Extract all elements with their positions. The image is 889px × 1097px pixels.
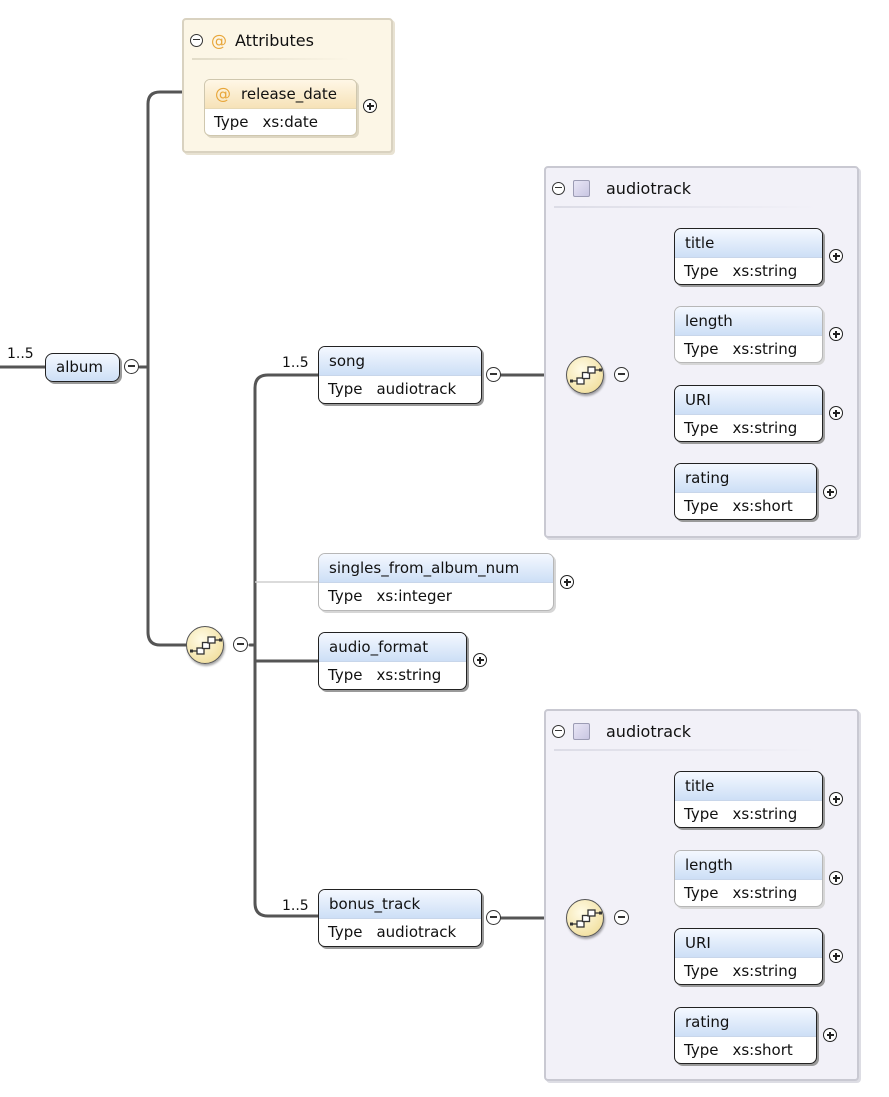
expand-rating-icon[interactable] xyxy=(823,1028,837,1042)
type-label: Type xyxy=(328,923,363,941)
element-title[interactable]: title Type xs:string xyxy=(674,228,823,285)
type-value: xs:string xyxy=(732,419,798,437)
element-name: singles_from_album_num xyxy=(319,554,553,583)
collapse-sequence-icon[interactable] xyxy=(614,367,629,382)
collapse-sequence-icon[interactable] xyxy=(233,637,248,652)
element-uri[interactable]: URI Type xs:string xyxy=(674,385,823,442)
collapse-album-icon[interactable] xyxy=(124,359,139,374)
type-value: xs:date xyxy=(262,113,319,131)
element-name: URI xyxy=(675,929,822,958)
element-name: bonus_track xyxy=(319,890,481,919)
element-name: rating xyxy=(675,1008,816,1037)
expand-length-icon[interactable] xyxy=(829,871,843,885)
element-title[interactable]: title Type xs:string xyxy=(674,771,823,828)
sequence-compositor-icon[interactable] xyxy=(566,899,604,937)
type-value: audiotrack xyxy=(376,380,457,398)
complex-type-icon xyxy=(573,722,590,740)
complex-type-header: audiotrack xyxy=(552,719,691,743)
element-name: audio_format xyxy=(319,633,466,662)
bonus-track-occurrence: 1..5 xyxy=(282,898,309,914)
type-value: audiotrack xyxy=(376,923,457,941)
expand-length-icon[interactable] xyxy=(829,327,843,341)
complex-type-title: audiotrack xyxy=(606,178,692,198)
element-song[interactable]: song Type audiotrack xyxy=(318,346,482,404)
collapse-song-icon[interactable] xyxy=(486,367,501,382)
expand-rating-icon[interactable] xyxy=(823,485,837,499)
complex-type-header: audiotrack xyxy=(552,176,691,200)
element-name: length xyxy=(675,307,822,336)
type-value: xs:string xyxy=(732,805,798,823)
attribute-name: release_date xyxy=(241,85,338,103)
element-rating[interactable]: rating Type xs:short xyxy=(674,1007,817,1064)
collapse-complex-type-icon[interactable] xyxy=(552,724,565,738)
element-singles-from-album-num[interactable]: singles_from_album_num Type xs:integer xyxy=(318,553,554,611)
sequence-compositor-icon[interactable] xyxy=(186,626,224,664)
type-value: xs:integer xyxy=(376,587,452,605)
expand-audio-format-icon[interactable] xyxy=(473,653,487,667)
expand-title-icon[interactable] xyxy=(829,249,843,263)
type-label: Type xyxy=(684,1041,719,1059)
element-name: URI xyxy=(675,386,822,415)
attribute-at-icon: @ xyxy=(215,84,231,103)
attribute-at-icon: @ xyxy=(211,30,227,50)
element-name: rating xyxy=(675,464,816,493)
type-value: xs:string xyxy=(732,884,798,902)
element-uri[interactable]: URI Type xs:string xyxy=(674,928,823,985)
type-label: Type xyxy=(328,666,363,684)
complex-type-divider xyxy=(554,206,817,208)
element-name: title xyxy=(675,772,822,801)
attributes-panel-header: @ Attributes xyxy=(190,28,314,52)
type-label: Type xyxy=(684,419,719,437)
element-name: song xyxy=(319,347,481,376)
collapse-attributes-icon[interactable] xyxy=(190,33,203,47)
type-value: xs:string xyxy=(732,262,798,280)
type-label: Type xyxy=(684,962,719,980)
complex-type-icon xyxy=(573,179,590,197)
type-label: Type xyxy=(328,380,363,398)
type-value: xs:string xyxy=(732,962,798,980)
complex-type-title: audiotrack xyxy=(606,721,692,741)
type-label: Type xyxy=(684,497,719,515)
expand-uri-icon[interactable] xyxy=(829,949,843,963)
type-label: Type xyxy=(684,805,719,823)
element-name: length xyxy=(675,851,822,880)
type-label: Type xyxy=(328,587,363,605)
type-value: xs:string xyxy=(376,666,442,684)
expand-release-date-icon[interactable] xyxy=(363,99,377,113)
attributes-panel-title: Attributes xyxy=(235,30,314,50)
attributes-panel-divider xyxy=(192,58,351,60)
expand-singles-icon[interactable] xyxy=(560,575,574,589)
element-bonus-track[interactable]: bonus_track Type audiotrack xyxy=(318,889,482,947)
attribute-release-date[interactable]: @ release_date Type xs:date xyxy=(204,79,357,136)
element-name: title xyxy=(675,229,822,258)
element-audio-format[interactable]: audio_format Type xs:string xyxy=(318,632,467,690)
type-label: Type xyxy=(684,884,719,902)
element-length[interactable]: length Type xs:string xyxy=(674,850,823,907)
type-label: Type xyxy=(684,262,719,280)
expand-uri-icon[interactable] xyxy=(829,406,843,420)
element-length[interactable]: length Type xs:string xyxy=(674,306,823,363)
element-rating[interactable]: rating Type xs:short xyxy=(674,463,817,520)
complex-type-divider xyxy=(554,749,817,751)
type-value: xs:string xyxy=(732,340,798,358)
type-label: Type xyxy=(214,113,249,131)
sequence-compositor-icon[interactable] xyxy=(566,356,604,394)
expand-title-icon[interactable] xyxy=(829,792,843,806)
type-value: xs:short xyxy=(732,497,793,515)
album-occurrence: 1..5 xyxy=(7,346,34,362)
album-element[interactable]: album xyxy=(45,353,120,382)
type-value: xs:short xyxy=(732,1041,793,1059)
song-occurrence: 1..5 xyxy=(282,355,309,371)
collapse-sequence-icon[interactable] xyxy=(614,910,629,925)
collapse-complex-type-icon[interactable] xyxy=(552,181,565,195)
collapse-bonus-track-icon[interactable] xyxy=(486,910,501,925)
type-label: Type xyxy=(684,340,719,358)
